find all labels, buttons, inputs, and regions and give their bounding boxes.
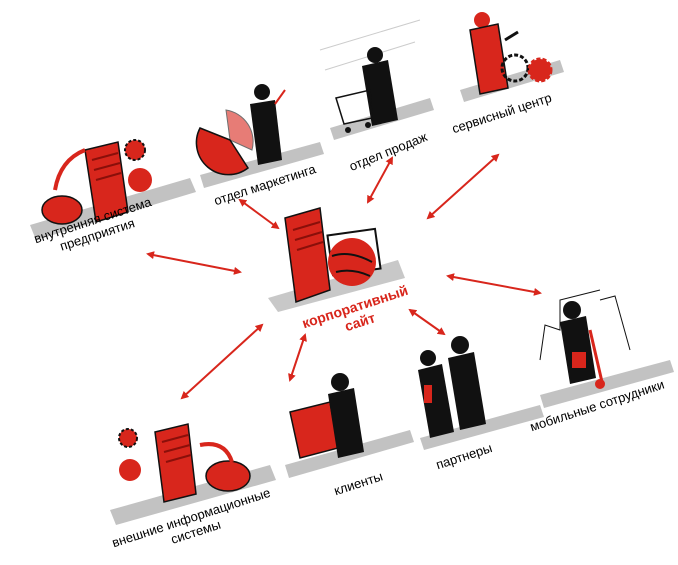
hand-truck-icon [588,329,604,383]
person-figure [362,60,398,126]
partners-node [418,336,544,450]
arrow-external [180,323,264,400]
mobile-employees-node [539,289,674,408]
mechanic-figure [469,23,509,95]
arrow-internal [146,251,242,275]
arrow-marketing [238,198,280,230]
person-figure [250,100,282,165]
marketing-node [195,84,324,188]
gear-icon [124,139,146,161]
clients-node [285,373,414,478]
arrow-mobile [446,273,542,296]
arrow-service [426,153,500,220]
server-icon [154,423,197,503]
service-center-node [460,12,564,102]
arrow-partners [408,308,446,336]
arrow-clients [288,333,307,382]
corporate-site-node [268,207,405,312]
person-figure [328,388,364,458]
person-figure [418,364,454,438]
person-figure [448,352,486,430]
server-icon [84,141,129,223]
connection-arrows [146,153,542,400]
pie-chart-icon [195,127,250,176]
external-systems-node [110,423,276,525]
gear-icon [527,57,553,83]
sales-node [319,19,434,140]
database-icon [41,195,83,225]
person-figure [560,316,596,384]
shopping-cart-icon [335,89,373,125]
globe-icon [328,238,376,286]
gear-icon [118,428,138,448]
internal-system-node [30,139,196,240]
arrow-sales [367,156,393,204]
wrench-icon [504,30,519,42]
server-icon [284,207,331,304]
database-icon [205,460,251,492]
